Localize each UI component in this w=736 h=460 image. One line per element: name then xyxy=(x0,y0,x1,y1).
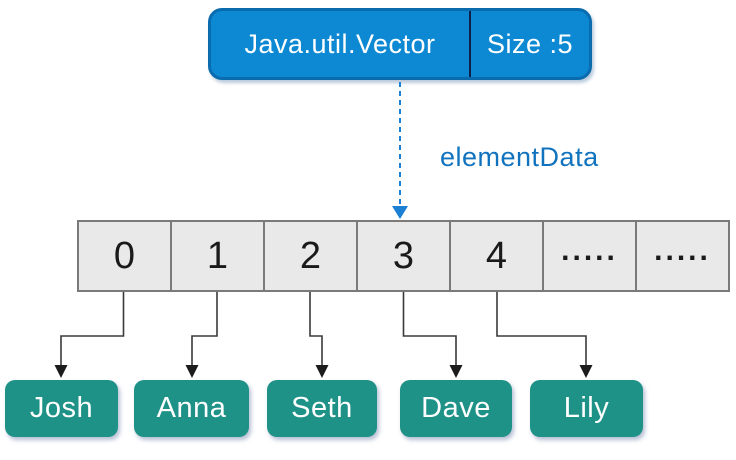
element-data-arrow xyxy=(392,82,408,219)
array-cell-6: ..... xyxy=(635,222,728,290)
array-cell-1: 1 xyxy=(170,222,263,290)
value-box-dave: Dave xyxy=(400,380,512,437)
connector-cell4-lily xyxy=(496,292,593,378)
value-box-seth: Seth xyxy=(267,380,377,437)
array-cell-5: ..... xyxy=(542,222,635,290)
vector-array: 0 1 2 3 4 ..... ..... xyxy=(77,220,730,292)
connector-cell2-seth xyxy=(309,292,329,378)
value-box-josh: Josh xyxy=(5,380,118,437)
vector-class-section: Java.util.Vector xyxy=(211,11,471,77)
element-data-label: elementData xyxy=(440,142,599,172)
value-label: Josh xyxy=(29,392,94,424)
value-label: Seth xyxy=(291,392,353,424)
vector-header-box: Java.util.Vector Size :5 xyxy=(208,8,592,80)
value-box-lily: Lily xyxy=(530,380,643,437)
array-cell-3: 3 xyxy=(356,222,449,290)
value-label: Anna xyxy=(156,392,227,424)
connector-cell3-dave xyxy=(402,292,463,378)
value-box-anna: Anna xyxy=(134,380,249,437)
connector-cell0-josh xyxy=(54,292,125,378)
value-label: Lily xyxy=(563,392,610,424)
array-cell-0: 0 xyxy=(113,234,136,277)
vector-size-section: Size :5 xyxy=(471,11,589,77)
vector-class-label: Java.util.Vector xyxy=(244,28,436,59)
value-label: Dave xyxy=(421,392,491,424)
connector-cell1-anna xyxy=(185,292,218,378)
array-cell-2: 2 xyxy=(263,222,356,290)
vector-size-label: Size :5 xyxy=(486,28,574,59)
array-cell-4: 4 xyxy=(449,222,542,290)
